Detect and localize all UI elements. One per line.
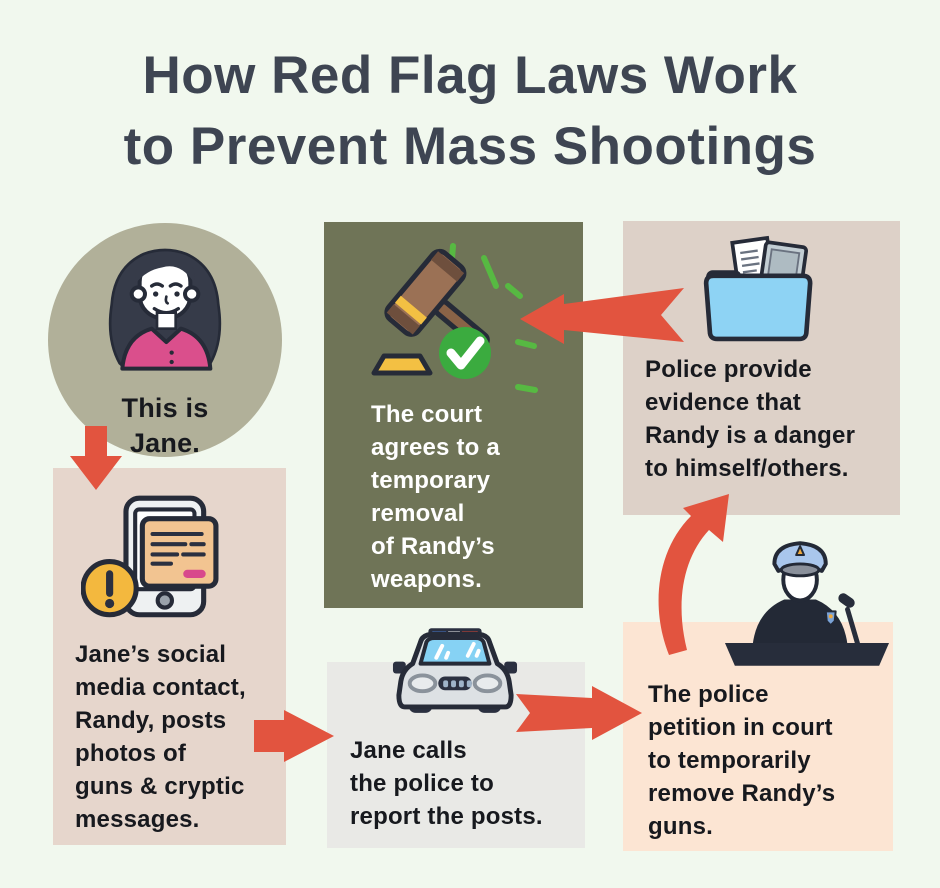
arrow-evidence-to-court — [520, 288, 684, 344]
petition-text: The police petition in court to temporar… — [648, 681, 836, 840]
gavel-approved-icon — [371, 243, 538, 393]
jane-caption: This is Jane. — [121, 393, 209, 458]
call-text: Jane calls the police to report the post… — [350, 737, 543, 830]
petition-box: The police petition in court to temporar… — [623, 541, 893, 851]
arrow-call-to-petition — [516, 686, 642, 740]
arrow-petition-to-evidence — [658, 494, 729, 655]
evidence-box: Police provide evidence that Randy is a … — [623, 221, 900, 515]
jane-circle: This is Jane. — [48, 223, 282, 458]
evidence-text: Police provide evidence that Randy is a … — [645, 356, 856, 482]
arrow-randy-to-call — [254, 710, 334, 762]
evidence-folder-icon — [703, 235, 813, 342]
phone-warning-icon — [81, 495, 219, 618]
woman-avatar-icon — [108, 248, 222, 371]
court-text: The court agrees to a temporary removal … — [371, 401, 500, 593]
police-car-icon — [392, 628, 518, 713]
police-officer-podium-icon — [724, 541, 890, 666]
randy-post-box: Jane’s social media contact, Randy, post… — [53, 468, 286, 845]
randy-post-text: Jane’s social media contact, Randy, post… — [75, 641, 246, 833]
call-box: Jane calls the police to report the post… — [327, 628, 585, 848]
court-box: The court agrees to a temporary removal … — [324, 222, 583, 608]
arrow-jane-to-randy — [70, 426, 122, 490]
page-title: How Red Flag Laws Work to Prevent Mass S… — [123, 46, 817, 177]
